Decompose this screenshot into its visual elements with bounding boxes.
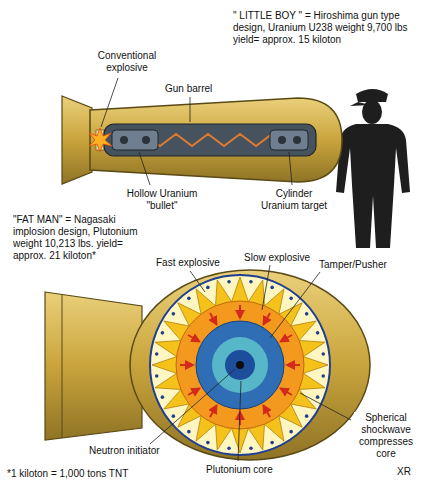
- tail-fin: [62, 96, 92, 184]
- lens-dot: [305, 312, 309, 316]
- fat-man-bomb: [45, 270, 370, 460]
- bullet-ring: [120, 136, 128, 144]
- uranium-target: [270, 130, 308, 150]
- lens-dot: [316, 331, 320, 335]
- shockwave-arrow: [210, 406, 217, 417]
- part-label: Cylinder Uranium target: [256, 188, 332, 212]
- lens-dot: [270, 441, 274, 445]
- tail-box: [45, 292, 142, 440]
- uranium-bullet: [112, 130, 158, 150]
- part-label: Slow explosive: [243, 252, 311, 264]
- gun-barrel: [104, 124, 316, 156]
- lens-dot: [161, 395, 165, 399]
- shockwave-arrow: [287, 364, 300, 366]
- part-label: Gun barrel: [164, 83, 213, 95]
- part-label: Fast explosive: [155, 257, 221, 269]
- leader-line: [238, 381, 241, 461]
- shockwave-arrow: [210, 313, 217, 324]
- explosion-spark: [89, 128, 112, 152]
- lens-dot: [249, 446, 253, 450]
- tail-edge: [62, 295, 63, 438]
- neutron-initiator: [236, 361, 244, 369]
- man-silhouette: [336, 89, 410, 248]
- lens-dot: [249, 280, 253, 284]
- leader-line: [150, 369, 235, 444]
- shockwave-arrow: [281, 389, 292, 396]
- footnote: *1 kiloton = 1,000 tons TNT: [6, 468, 129, 480]
- lens-dot: [227, 280, 231, 284]
- tamper: [196, 321, 284, 409]
- lens-dot: [172, 312, 176, 316]
- target-ring: [278, 136, 286, 144]
- target-ring: [293, 136, 301, 144]
- bomb-casing: [90, 98, 342, 182]
- part-label: Conventional explosive: [90, 50, 164, 74]
- lens-dot: [187, 297, 191, 301]
- lens-dot: [321, 374, 325, 378]
- leader-line: [262, 265, 270, 310]
- part-label: Spherical shockwave compresses core: [354, 412, 418, 460]
- outer-shell: [150, 275, 330, 455]
- bullet-ring: [142, 136, 150, 144]
- fast-explosive-lenses: [152, 277, 328, 453]
- shockwave-arrow: [281, 335, 292, 342]
- lens-dot: [187, 430, 191, 434]
- part-label: Neutron initiator: [88, 445, 161, 457]
- bomb-specification: "FAT MAN" = Nagasaki implosion design, P…: [12, 214, 150, 262]
- shockwave-arrow: [188, 389, 199, 396]
- lens-dot: [270, 286, 274, 290]
- shockwave-arrow: [264, 406, 271, 417]
- head: [362, 100, 382, 124]
- lens-dot: [206, 441, 210, 445]
- lens-dot: [155, 374, 159, 378]
- lens-dot: [155, 352, 159, 356]
- leader-line: [190, 271, 205, 292]
- lens-dot: [289, 430, 293, 434]
- bomb-casing: [130, 270, 370, 460]
- tamper-inner: [212, 337, 268, 393]
- part-label: Tamper/Pusher: [318, 259, 388, 271]
- lens-dot: [321, 352, 325, 356]
- part-label: Hollow Uranium "bullet": [122, 188, 202, 212]
- leader-line: [270, 272, 320, 338]
- bomb-specification: " LITTLE BOY " = Hiroshima gun type desi…: [232, 10, 418, 46]
- shockwave-arrow: [188, 335, 199, 342]
- lens-dot: [161, 331, 165, 335]
- leader-line: [289, 152, 292, 185]
- leader-line: [139, 152, 150, 185]
- lens-dot: [289, 297, 293, 301]
- leader-lines: [101, 78, 351, 461]
- body: [336, 124, 410, 248]
- shockwave-arrow: [239, 305, 241, 318]
- shockwave-arrow: [180, 364, 193, 366]
- lens-dot: [227, 446, 231, 450]
- lens-dot: [206, 286, 210, 290]
- lens-dot: [172, 414, 176, 418]
- shockwave-arrow: [264, 313, 271, 324]
- lens-dot: [305, 414, 309, 418]
- plutonium-core: [225, 350, 255, 380]
- little-boy-bomb: [62, 96, 342, 184]
- leader-line: [101, 78, 118, 127]
- watermark: XR: [396, 466, 412, 478]
- part-label: Plutonium core: [205, 464, 274, 476]
- leader-line: [300, 393, 351, 420]
- leader-line: [190, 97, 191, 122]
- lens-dot: [316, 395, 320, 399]
- implosion-sphere: [150, 275, 330, 455]
